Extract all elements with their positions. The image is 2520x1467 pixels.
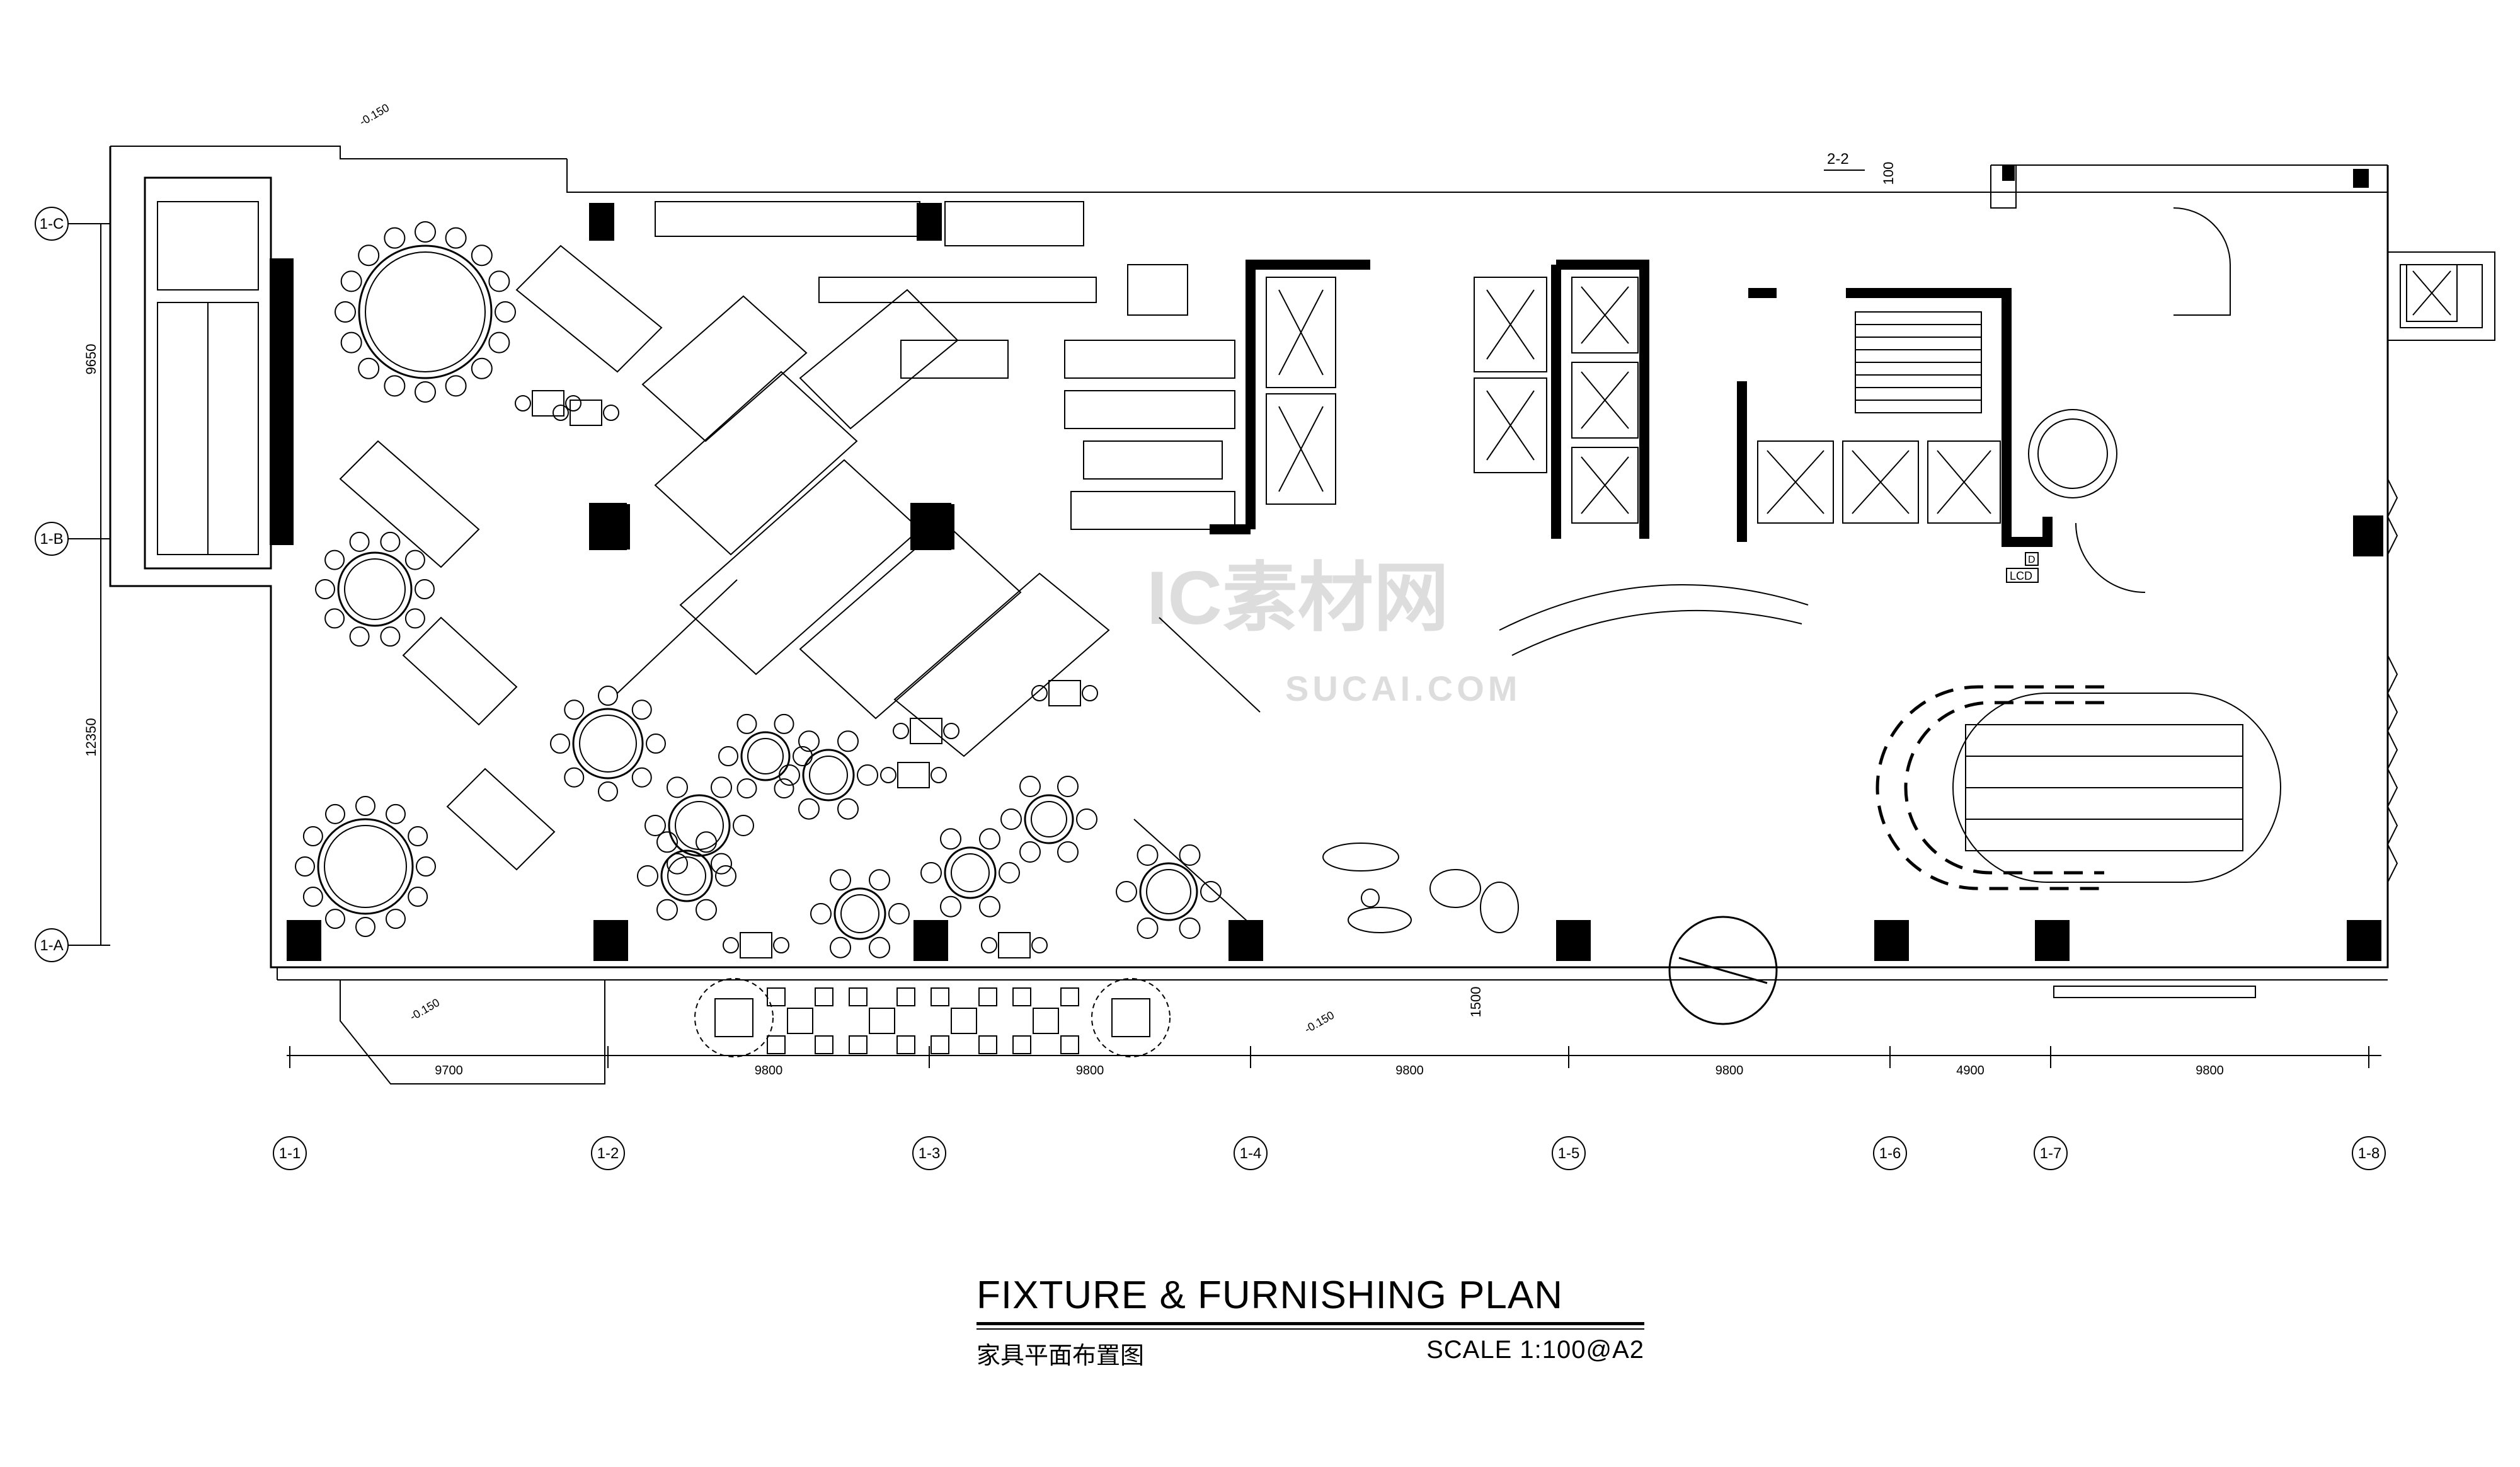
round-table: [779, 730, 878, 820]
misc-dimension-1500: 1500: [1468, 987, 1484, 1018]
horizontal-dimension: 9800: [1395, 1064, 1424, 1078]
kitchen-diagonal-zones: [339, 201, 1261, 933]
vertical-dimension-2: 12350: [83, 718, 99, 756]
watermark: IC素材网 SUCAI.COM: [1147, 556, 1521, 708]
grid-column-label: 1-3: [919, 1145, 941, 1162]
grid-axes: 1-C 1-B 1-A 1-1 1-2 1-3 1-4 1-5 1-6 1-7 1-8 9700 9…: [35, 207, 2386, 1170]
square-table: [515, 390, 581, 417]
round-table: [1000, 776, 1097, 863]
round-table: [315, 531, 435, 647]
horizontal-dimension: 9800: [2196, 1064, 2224, 1078]
lcd-label: LCD: [2010, 570, 2032, 582]
grid-column-bubble: 1-2: [591, 1046, 625, 1170]
horizontal-dimension: 9800: [755, 1064, 783, 1078]
title-underline: [976, 1322, 1644, 1325]
terrace-table: [931, 987, 997, 1054]
grid-column-label: 1-1: [279, 1145, 301, 1162]
round-table: [550, 686, 666, 802]
building-outline: [109, 146, 2495, 1084]
dining-tables: [295, 221, 1222, 958]
round-table: [920, 828, 1020, 918]
plan-title: FIXTURE & FURNISHING PLAN: [976, 1274, 1563, 1317]
square-table: [981, 932, 1048, 958]
horizontal-dimension: 9800: [1076, 1064, 1104, 1078]
grid-row-bubble: 1-B: [35, 522, 94, 556]
grid-column-label: 1-4: [1240, 1145, 1262, 1162]
door-label: D: [2028, 555, 2036, 565]
horizontal-dimension: 4900: [1956, 1064, 1984, 1078]
planter: [694, 978, 774, 1057]
level-mark-3: -0.150: [1302, 1009, 1336, 1036]
watermark-url: SUCAI.COM: [1285, 669, 1521, 708]
horizontal-dimension: 9800: [1715, 1064, 1744, 1078]
square-table: [893, 718, 959, 744]
grid-column-bubble: 1-1: [273, 1046, 307, 1170]
square-table: [723, 932, 789, 958]
title-block: FIXTURE & FURNISHING PLAN 家具平面布置图 SCALE …: [976, 1273, 1644, 1374]
grid-column-bubble: 1-4: [1234, 1046, 1268, 1170]
round-table: [644, 776, 754, 875]
structural-walls: [270, 165, 2383, 961]
grid-column-label: 1-5: [1558, 1145, 1580, 1162]
section-mark: 2-2: [1827, 151, 1849, 168]
grid-column-label: 1-7: [2040, 1145, 2062, 1162]
grid-column-bubble: 1-7: [2034, 1046, 2068, 1170]
terrace-tables: [694, 978, 1171, 1057]
grid-row-label: 1-A: [40, 937, 63, 954]
elevators: [1266, 264, 2458, 524]
grid-row-label: 1-B: [40, 531, 63, 548]
round-table: [335, 221, 516, 403]
grid-column-bubble: 1-6: [1873, 1046, 1907, 1170]
square-table: [880, 762, 947, 788]
grid-row-bubble: 1-A: [35, 928, 94, 962]
grid-row-label: 1-C: [40, 216, 64, 233]
level-mark-2: -0.150: [408, 996, 442, 1023]
grid-row-bubble: 1-C: [35, 207, 94, 241]
grid-column-label: 1-8: [2358, 1145, 2380, 1162]
grid-column-label: 1-2: [597, 1145, 619, 1162]
level-mark-1: -0.150: [357, 101, 391, 129]
square-table: [553, 400, 619, 426]
planter: [1091, 978, 1171, 1057]
terrace-table: [1012, 987, 1079, 1054]
annotations: 9650 12350 1500 100 2-2 -0.150 -0.150 -0…: [83, 101, 2039, 1036]
terrace-table: [767, 987, 833, 1054]
grid-column-bubble: 1-5: [1552, 1046, 1586, 1170]
round-table: [810, 869, 910, 958]
plan-scale: SCALE 1:100@A2: [1426, 1336, 1644, 1364]
round-table: [637, 831, 736, 921]
grid-column-label: 1-6: [1879, 1145, 1901, 1162]
terrace-table: [849, 987, 915, 1054]
vertical-dimension-1: 9650: [83, 344, 99, 375]
misc-dimension-100: 100: [1881, 162, 1896, 185]
watermark-main: IC素材网: [1147, 556, 1449, 640]
round-table: [295, 796, 436, 937]
horizontal-dimension: 9700: [435, 1064, 463, 1078]
plan-title-chinese: 家具平面布置图: [976, 1342, 1145, 1369]
square-table: [1031, 680, 1098, 706]
round-table: [1116, 844, 1222, 940]
round-table: [718, 713, 813, 799]
lobby-features: [1322, 207, 2398, 1025]
title-underline-thin: [976, 1328, 1644, 1330]
grid-column-bubble: 1-3: [912, 1046, 946, 1170]
grid-column-bubble: 1-8: [2352, 1046, 2386, 1170]
